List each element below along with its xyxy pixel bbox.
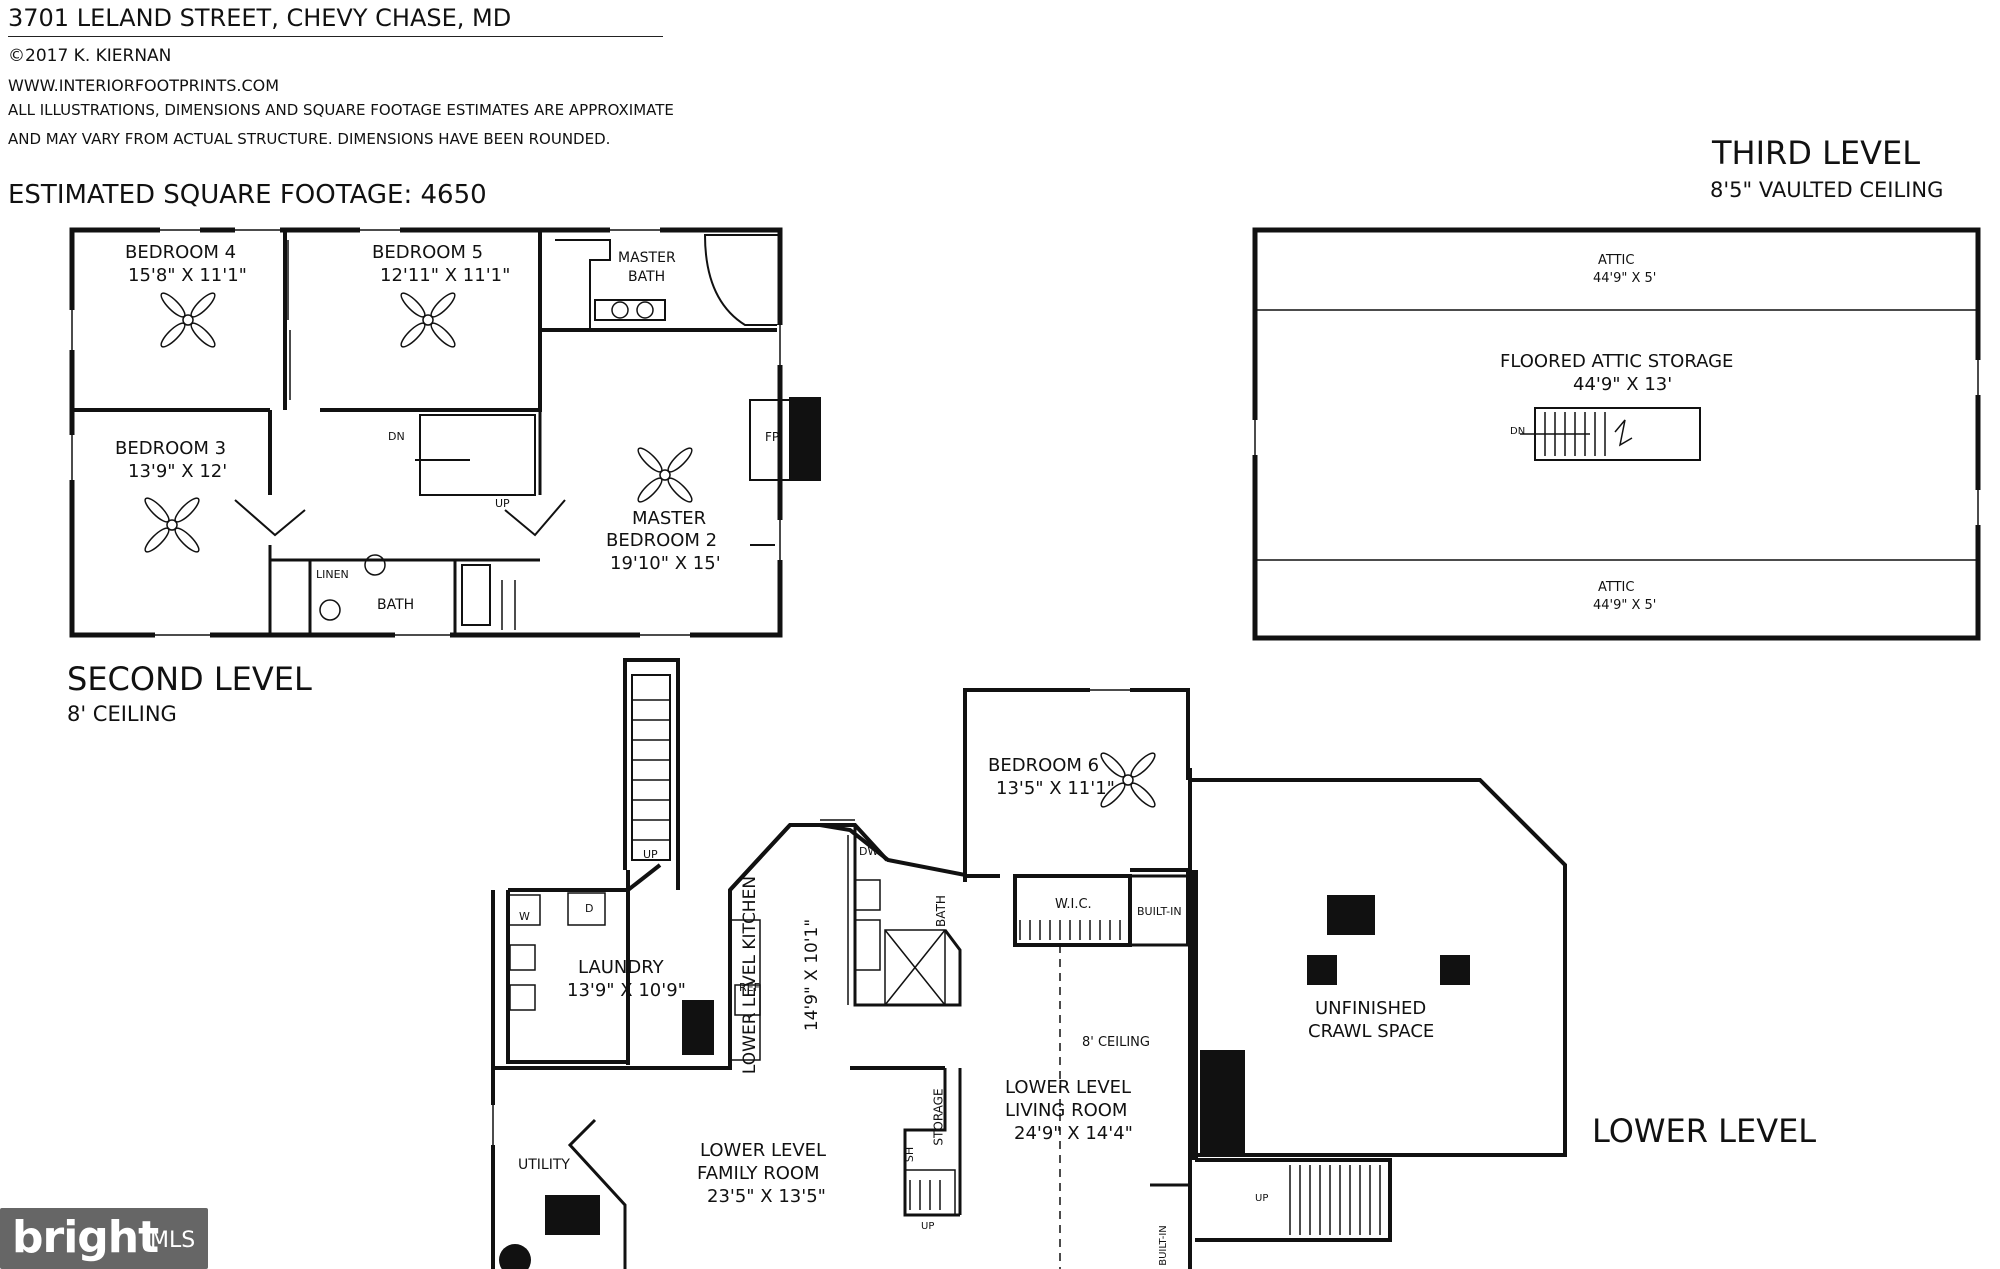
master-bedroom-dim: 19'10" X 15' bbox=[610, 553, 721, 574]
dryer-label: D bbox=[585, 902, 594, 915]
linen-label: LINEN bbox=[316, 568, 349, 581]
washer-label: W bbox=[519, 910, 530, 923]
builtin-bottom-label: BUILT-IN bbox=[1157, 1225, 1169, 1266]
master-bath-line1: MASTER bbox=[618, 250, 676, 266]
stair-up-label: UP bbox=[495, 497, 510, 510]
exterior-stair-up: UP bbox=[1255, 1193, 1269, 1204]
master-bedroom-line1: MASTER bbox=[632, 508, 707, 529]
master-bath-line2: BATH bbox=[628, 269, 666, 285]
lower-level-plan bbox=[490, 658, 1567, 1269]
living-room-line1: LOWER LEVEL bbox=[1005, 1077, 1132, 1098]
living-room-dim: 24'9" X 14'4" bbox=[1014, 1123, 1133, 1144]
lower-level-title: LOWER LEVEL bbox=[1592, 1112, 1817, 1150]
bedroom-3-dim: 13'9" X 12' bbox=[128, 461, 228, 482]
laundry-label: LAUNDRY bbox=[578, 957, 664, 978]
attic-stair-dn: DN bbox=[1510, 426, 1526, 437]
third-level-plan bbox=[1252, 227, 1981, 641]
storage-label: STORAGE bbox=[931, 1088, 946, 1146]
refrigerator-label: REF bbox=[739, 981, 760, 994]
attic-top-dim: 44'9" X 5' bbox=[1593, 271, 1657, 286]
storage-stair-up: UP bbox=[921, 1221, 935, 1232]
address-title: 3701 LELAND STREET, CHEVY CHASE, MD bbox=[8, 4, 512, 32]
second-level-ceiling: 8' CEILING bbox=[67, 702, 177, 726]
family-room-dim: 23'5" X 13'5" bbox=[707, 1186, 826, 1207]
living-room-line2: LIVING ROOM bbox=[1005, 1100, 1128, 1121]
attic-bottom-dim: 44'9" X 5' bbox=[1593, 598, 1657, 613]
disclaimer-line-1: ALL ILLUSTRATIONS, DIMENSIONS AND SQUARE… bbox=[8, 101, 674, 119]
laundry-hall-up: UP bbox=[643, 848, 658, 861]
bedroom-5-dim: 12'11" X 11'1" bbox=[380, 265, 511, 286]
bath-label: BATH bbox=[377, 597, 415, 613]
family-room-line1: LOWER LEVEL bbox=[700, 1140, 827, 1161]
bedroom-6-dim: 13'5" X 11'1" bbox=[996, 778, 1115, 799]
shower-label: SH bbox=[903, 1146, 917, 1163]
bright-wordmark: bright bbox=[12, 1212, 159, 1263]
copyright-text: ©2017 K. KIERNAN bbox=[8, 46, 172, 66]
fireplace-label: FP bbox=[765, 430, 780, 444]
wic-label: W.I.C. bbox=[1055, 897, 1092, 912]
third-level-ceiling: 8'5" VAULTED CEILING bbox=[1710, 178, 1944, 202]
mls-wordmark: MLS bbox=[150, 1228, 196, 1253]
kitchen-label: LOWER LEVEL KITCHEN bbox=[740, 875, 760, 1075]
disclaimer-line-2: AND MAY VARY FROM ACTUAL STRUCTURE. DIME… bbox=[8, 130, 611, 148]
bedroom-4-label: BEDROOM 4 bbox=[125, 242, 237, 263]
utility-label: UTILITY bbox=[518, 1157, 570, 1173]
family-room-line2: FAMILY ROOM bbox=[697, 1163, 820, 1184]
builtin-top-label: BUILT-IN bbox=[1137, 905, 1182, 918]
bedroom-3-label: BEDROOM 3 bbox=[115, 438, 227, 459]
second-level-plan bbox=[69, 227, 821, 638]
attic-storage-label: FLOORED ATTIC STORAGE bbox=[1500, 351, 1734, 372]
dishwasher-label: DW bbox=[859, 845, 879, 858]
laundry-dim: 13'9" X 10'9" bbox=[567, 980, 686, 1001]
bright-mls-logo: bright MLS bbox=[0, 1208, 208, 1269]
ceiling-note: 8' CEILING bbox=[1082, 1035, 1150, 1050]
attic-bottom-label: ATTIC bbox=[1598, 580, 1635, 595]
kitchen-dim: 14'9" X 10'1" bbox=[802, 918, 822, 1032]
crawl-space-line1: UNFINISHED bbox=[1315, 998, 1427, 1019]
bedroom-5-label: BEDROOM 5 bbox=[372, 242, 484, 263]
stair-dn-label: DN bbox=[388, 430, 405, 443]
bedroom-4-dim: 15'8" X 11'1" bbox=[128, 265, 247, 286]
second-level-title: SECOND LEVEL bbox=[67, 660, 312, 698]
crawl-space-line2: CRAWL SPACE bbox=[1308, 1021, 1435, 1042]
square-footage: ESTIMATED SQUARE FOOTAGE: 4650 bbox=[8, 180, 487, 210]
bedroom-6-label: BEDROOM 6 bbox=[988, 755, 1100, 776]
title-underline bbox=[8, 36, 663, 37]
attic-top-label: ATTIC bbox=[1598, 253, 1635, 268]
lower-bath-label: BATH bbox=[933, 895, 948, 927]
third-level-title: THIRD LEVEL bbox=[1712, 134, 1921, 172]
website-text: WWW.INTERIORFOOTPRINTS.COM bbox=[8, 76, 280, 95]
attic-storage-dim: 44'9" X 13' bbox=[1573, 374, 1673, 395]
master-bedroom-line2: BEDROOM 2 bbox=[606, 530, 718, 551]
